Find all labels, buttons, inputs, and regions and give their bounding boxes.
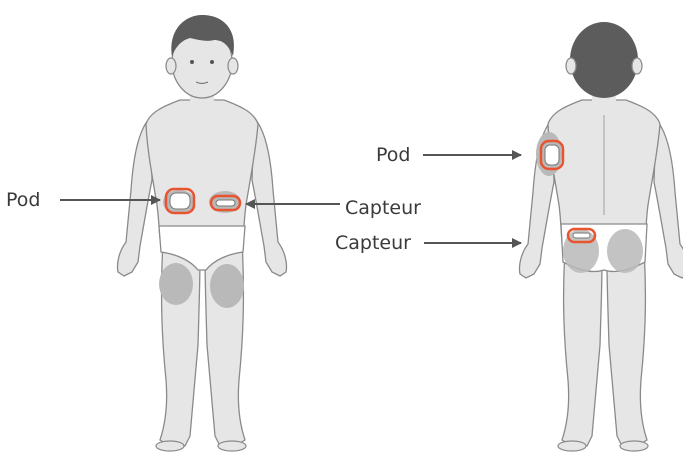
back-pod-label: Pod bbox=[376, 146, 410, 165]
back-sensor-label: Capteur bbox=[335, 234, 411, 253]
front-sensor-label: Capteur bbox=[345, 199, 421, 218]
front-right-thigh-zone bbox=[210, 264, 244, 308]
front-torso bbox=[146, 100, 258, 238]
pod-device-icon bbox=[170, 193, 190, 209]
back-head bbox=[570, 22, 638, 98]
front-left-thigh-zone bbox=[159, 263, 193, 305]
back-left-leg bbox=[562, 250, 602, 446]
pod-device-icon bbox=[545, 145, 559, 165]
front-right-arm bbox=[252, 118, 287, 276]
sensor-device-icon bbox=[573, 233, 590, 238]
front-child-figure bbox=[117, 15, 286, 451]
sensor-device-icon bbox=[216, 200, 235, 206]
back-right-buttock-zone bbox=[607, 229, 643, 273]
back-right-leg bbox=[607, 250, 647, 446]
front-pod-label: Pod bbox=[6, 191, 40, 210]
back-child-figure bbox=[519, 22, 683, 451]
